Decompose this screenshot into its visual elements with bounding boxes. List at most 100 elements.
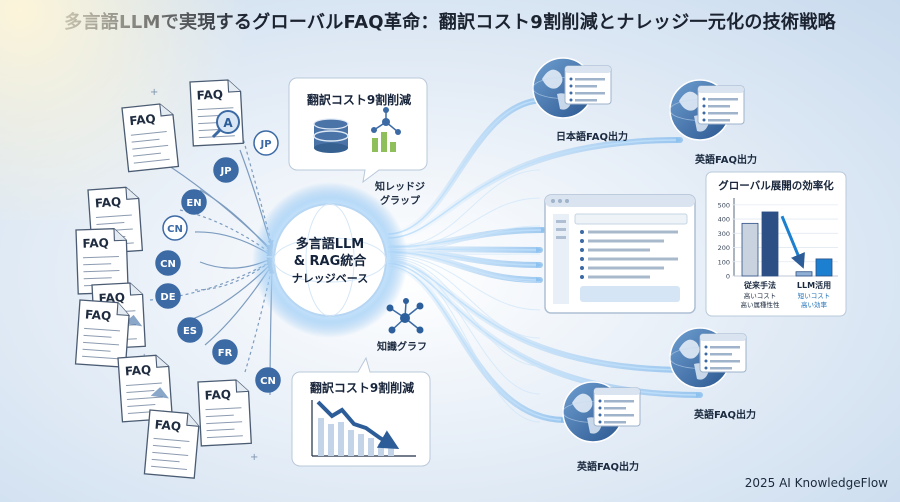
- outgoing-stream: [389, 252, 541, 283]
- language-badge: CN: [162, 215, 188, 241]
- badge-label: EN: [186, 198, 201, 209]
- document-text-line: [83, 334, 112, 338]
- badge-label: CN: [167, 224, 183, 235]
- efficiency-chart-panel: グローバル展開の効率化 0100200300400500従来手法高いコスト高い属…: [705, 171, 847, 317]
- language-badge: CN: [255, 367, 281, 393]
- outgoing-stream: [389, 197, 541, 249]
- callout-top: 翻訳コスト9割削減: [288, 77, 428, 184]
- document-text-line: [205, 414, 234, 418]
- globe-land: [679, 91, 700, 111]
- badge-label: JP: [219, 166, 231, 177]
- group-sublabel: 短いコスト: [798, 291, 831, 300]
- y-tick-label: 0: [726, 273, 730, 281]
- monitor-line: [588, 275, 650, 279]
- monitor-list: [580, 230, 678, 279]
- screen-line: [604, 400, 634, 403]
- screen-bullet: [702, 118, 706, 122]
- badge-label: FR: [218, 348, 233, 359]
- knowledge-hub: 多言語LLM & RAG統合 ナレッジベース: [252, 182, 408, 338]
- faq-document: FAQ: [143, 409, 200, 479]
- document-text-line: [82, 256, 119, 259]
- document-text-line: [83, 341, 120, 346]
- document-label: FAQ: [82, 236, 109, 251]
- language-badge: ES: [177, 317, 203, 343]
- faq-document: FAQ: [117, 354, 174, 423]
- language-badge: EN: [181, 189, 207, 215]
- document-label: FAQ: [154, 417, 181, 433]
- document-text-line: [152, 451, 189, 456]
- faq-document: FAQ: [75, 228, 129, 295]
- document-text-line: [206, 421, 243, 425]
- badge-circle: [155, 283, 181, 309]
- y-tick-label: 300: [718, 230, 730, 238]
- badge-circle: [255, 367, 281, 393]
- screen-line: [575, 78, 605, 81]
- faq-document: FAQ: [197, 379, 252, 447]
- document-text-line: [83, 263, 112, 266]
- badge-circle: [212, 339, 238, 365]
- document-body: [197, 379, 252, 447]
- globe-jp: [532, 57, 612, 119]
- group-label: LLM活用: [797, 280, 831, 290]
- badge-circle: [181, 189, 207, 215]
- document-label: FAQ: [196, 87, 223, 102]
- globe-screen: [699, 333, 747, 373]
- document-text-line: [133, 152, 161, 157]
- monitor-bullet: [580, 248, 584, 252]
- screen-line: [708, 119, 730, 122]
- monitor-line: [588, 248, 650, 252]
- callout-bottom-title: 翻訳コスト9割削減: [310, 380, 414, 395]
- outgoing-flow-core: [387, 97, 547, 235]
- screen-bullet: [702, 104, 706, 108]
- monitor-bullet: [580, 230, 584, 234]
- y-tick-label: 100: [718, 258, 730, 266]
- document-text-line: [132, 144, 169, 150]
- screen-bullet: [702, 111, 706, 115]
- screen-line: [604, 407, 626, 410]
- document-text-line: [130, 130, 167, 136]
- callout-top-title: 翻訳コスト9割削減: [307, 92, 411, 107]
- screen-line: [575, 92, 605, 95]
- screen-bullet: [598, 406, 602, 410]
- screen-line: [710, 346, 740, 349]
- monitor-bullet: [580, 239, 584, 243]
- chart-title: グローバル展開の効率化: [718, 179, 834, 192]
- document-text-line: [83, 327, 120, 332]
- language-badge: FR: [212, 339, 238, 365]
- document-text-line: [151, 458, 180, 463]
- document-text-line: [127, 404, 156, 407]
- badge-circle: [253, 130, 279, 156]
- hub-line3: ナレッジベース: [292, 272, 368, 285]
- document-text-line: [206, 428, 235, 432]
- globe-en-1: [669, 79, 745, 141]
- screen-bullet: [704, 359, 708, 363]
- bar: [815, 258, 833, 277]
- screen-line: [708, 105, 730, 108]
- document-text-line: [82, 355, 119, 360]
- output-label-en-2: 英語FAQ出力: [693, 408, 756, 421]
- outgoing-flows: [385, 97, 703, 423]
- document-fold: [113, 228, 127, 242]
- document-label: FAQ: [129, 112, 157, 129]
- globe-en-2: [669, 327, 747, 389]
- outgoing-flow-core: [387, 137, 682, 239]
- outgoing-flow-core: [387, 265, 567, 423]
- output-label-en-3: 英語FAQ出力: [576, 460, 639, 473]
- screen-bullet: [598, 399, 602, 403]
- group-label: 従来手法: [743, 280, 776, 290]
- monitor-bullet: [580, 275, 584, 279]
- magnifier-lens: [216, 110, 240, 134]
- outgoing-stream: [389, 169, 541, 247]
- badge-circle: [177, 317, 203, 343]
- screen-line: [575, 99, 597, 102]
- outgoing-flow-core: [387, 227, 547, 248]
- outgoing-stream: [389, 262, 541, 423]
- language-badge: DE: [155, 283, 181, 309]
- magnifier-handle: [211, 128, 222, 139]
- monitor-bullet: [580, 257, 584, 261]
- screen-line: [604, 414, 634, 417]
- faq-document: FAQ: [74, 299, 130, 369]
- badge-label: CN: [260, 376, 276, 387]
